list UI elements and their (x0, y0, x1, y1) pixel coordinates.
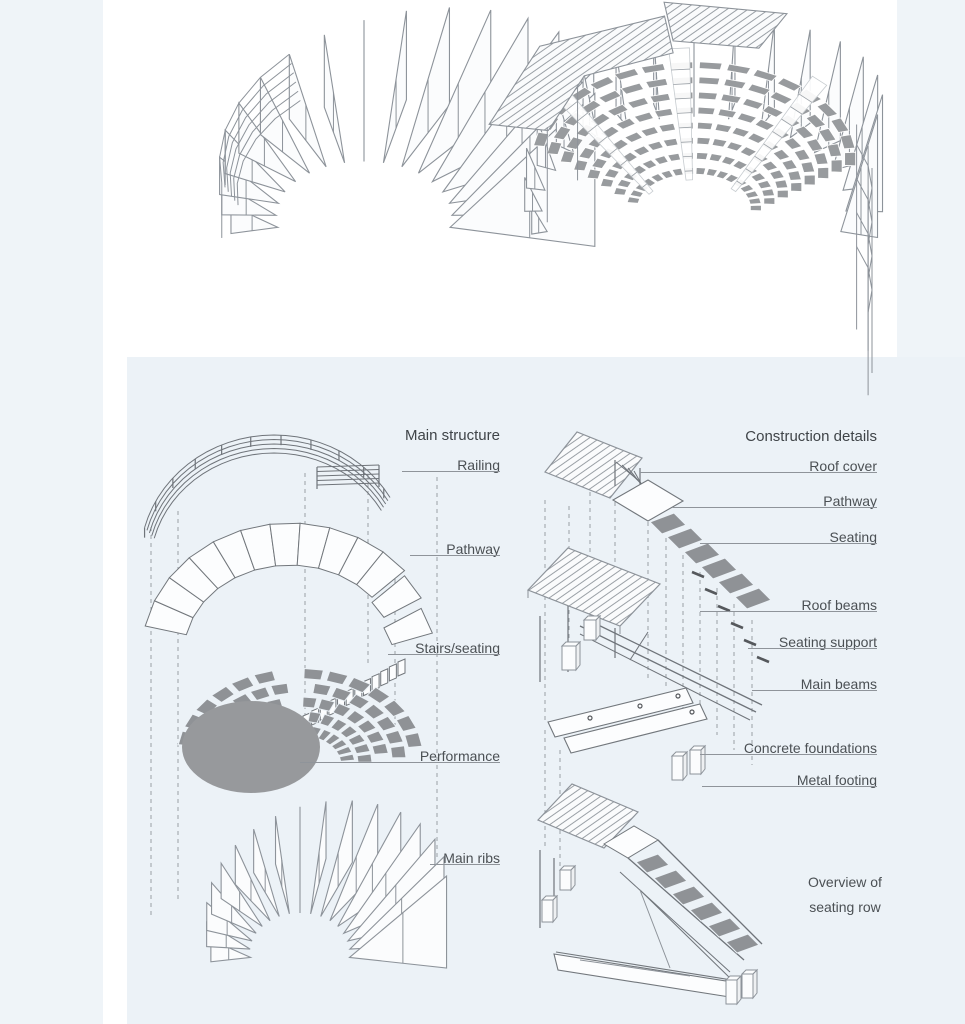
leader-roof-beams (700, 611, 877, 612)
leader-main-ribs (430, 864, 500, 865)
leader-performance (300, 762, 500, 763)
leader-main-beams (752, 690, 877, 691)
overview-caption-line2: seating row (809, 899, 881, 915)
leader-seating (700, 543, 877, 544)
leader-stairs-seating (388, 654, 500, 655)
label-concrete-foundations: Concrete foundations (743, 740, 877, 756)
overview-caption-line1: Overview of (808, 874, 882, 890)
figure-full-amphitheater (488, 1, 884, 396)
leader-roof-cover (640, 472, 877, 473)
top-right-blue-strip (897, 0, 965, 357)
label-seating: Seating (829, 529, 877, 545)
leader-pathway-detail (672, 507, 877, 508)
overview-caption: Overview of seating row (780, 870, 910, 920)
label-pathway-detail: Pathway (823, 493, 877, 509)
figure-main-structure-exploded (143, 434, 448, 969)
left-blue-strip (0, 0, 103, 1024)
label-seating-support: Seating support (778, 634, 877, 650)
label-roof-cover: Roof cover (809, 458, 877, 474)
main-structure-heading: Main structure (404, 427, 500, 444)
figure-construction-details-exploded (526, 431, 772, 1006)
label-stairs-seating: Stairs/seating (415, 640, 500, 656)
label-roof-beams: Roof beams (801, 597, 877, 613)
label-pathway: Pathway (446, 541, 500, 557)
leader-pathway (410, 555, 500, 556)
label-metal-footing: Metal footing (796, 772, 877, 788)
label-main-beams: Main beams (800, 676, 877, 692)
construction-details-heading: Construction details (745, 428, 877, 445)
leader-metal-footing (702, 786, 877, 787)
leader-concrete-foundations (700, 754, 877, 755)
label-performance: Performance (419, 748, 500, 764)
leader-seating-support (748, 648, 877, 649)
label-main-ribs: Main ribs (443, 850, 500, 866)
leader-railing (402, 471, 500, 472)
label-railing: Railing (457, 457, 500, 473)
